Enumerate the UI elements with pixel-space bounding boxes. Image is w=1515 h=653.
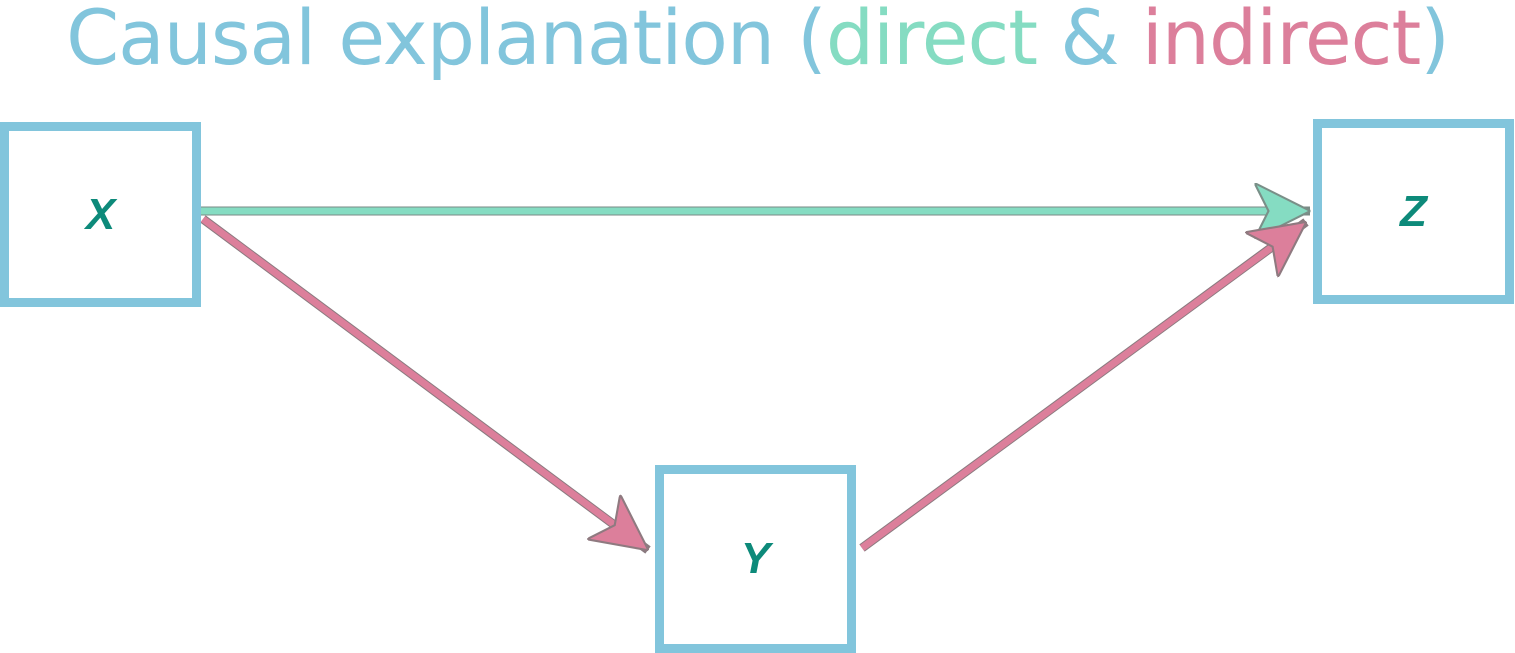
node-x: X <box>0 122 201 307</box>
title-paren-close: ) <box>1420 0 1450 82</box>
title-amp-text: & <box>1037 0 1142 82</box>
edge-x-to-y-indirect <box>200 216 640 544</box>
node-x-label: X <box>85 189 116 239</box>
title-main-text: Causal explanation <box>66 0 798 82</box>
title-direct-text: direct <box>825 0 1038 82</box>
edge-y-to-z-indirect <box>859 228 1298 551</box>
node-y: Y <box>655 465 856 653</box>
node-z: Z <box>1313 119 1514 304</box>
title-indirect-text: indirect <box>1141 0 1422 82</box>
node-z-label: Z <box>1400 186 1427 236</box>
diagram-title: Causal explanation (direct & indirect) <box>0 0 1515 88</box>
node-y-label: Y <box>740 534 771 583</box>
title-paren-open: ( <box>797 0 827 82</box>
